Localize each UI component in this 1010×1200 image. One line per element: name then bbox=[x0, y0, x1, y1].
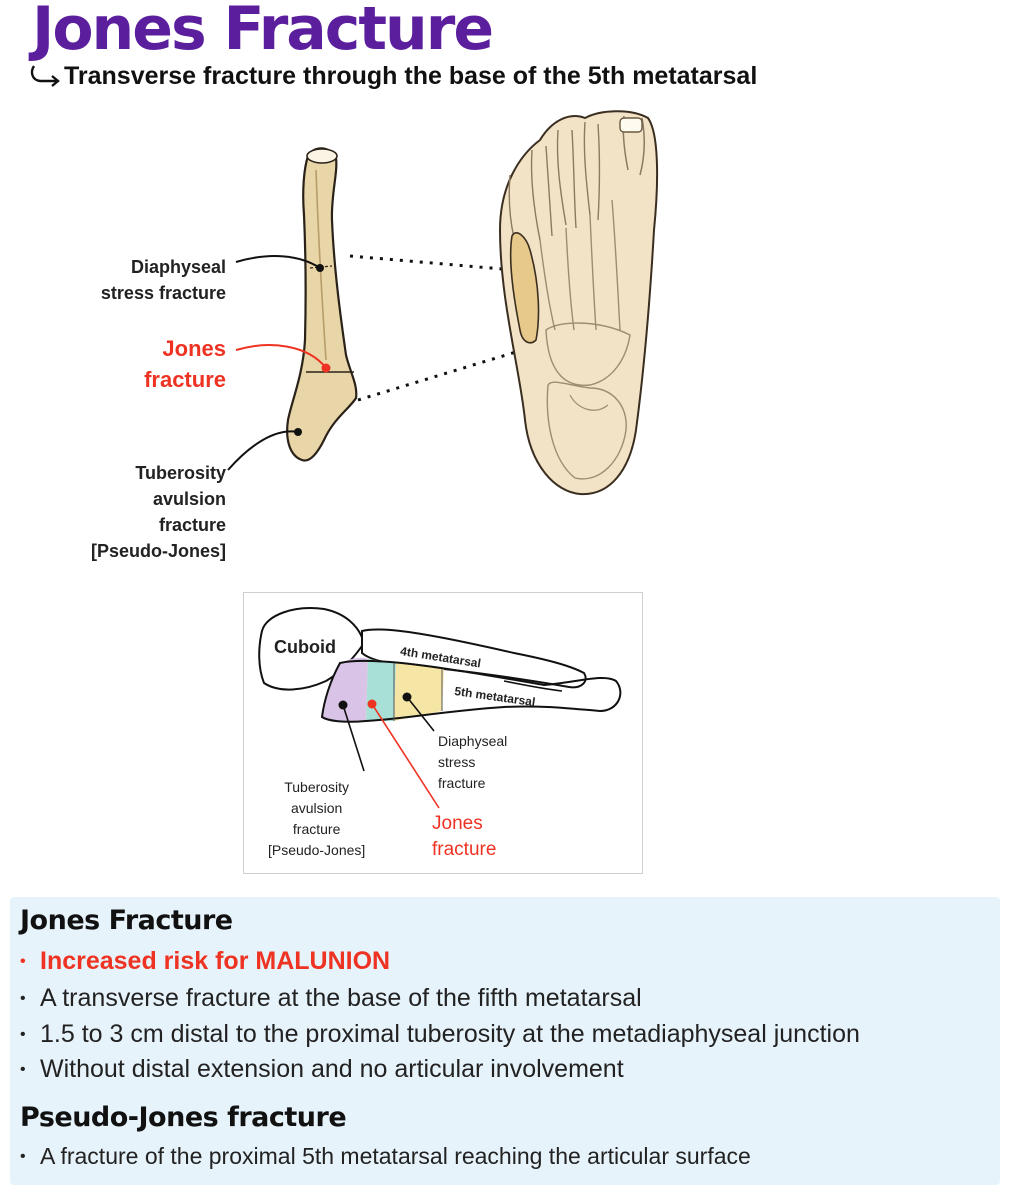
inset-diaphyseal-label: Diaphyseal stress fracture bbox=[438, 733, 508, 791]
jones-fracture-label: Jones fracture bbox=[144, 336, 226, 392]
bullet-malunion: •Increased risk for MALUNION bbox=[20, 947, 391, 975]
inset-tuberosity-label: Tuberosity avulsion fracture [Pseudo-Jon… bbox=[268, 779, 366, 858]
pseudo-jones-heading: Pseudo-Jones fracture bbox=[20, 1102, 347, 1133]
diaphyseal-stress-label: Diaphyseal stress fracture bbox=[100, 257, 226, 303]
bullet-distance: •1.5 to 3 cm distal to the proximal tube… bbox=[20, 1020, 860, 1048]
page-title: Jones Fracture bbox=[32, 0, 494, 64]
foot-skeleton bbox=[498, 110, 659, 496]
bullet-no-extension: •Without distal extension and no articul… bbox=[20, 1055, 624, 1083]
subtitle: Transverse fracture through the base of … bbox=[64, 62, 758, 90]
diaphyseal-leader bbox=[235, 255, 321, 269]
zone-diagram-inset: Cuboid 4th metatarsal 5th metatarsal Dia… bbox=[243, 592, 643, 874]
inset-jones-label: Jones fracture bbox=[432, 813, 497, 860]
info-panel: Jones Fracture •Increased risk for MALUN… bbox=[10, 897, 1000, 1185]
dotted-connector-upper bbox=[349, 254, 515, 272]
bullet-transverse: •A transverse fracture at the base of th… bbox=[20, 984, 642, 1012]
curved-arrow-icon bbox=[30, 65, 60, 87]
jones-leader bbox=[235, 344, 327, 369]
jones-heading: Jones Fracture bbox=[20, 905, 233, 936]
dotted-connector-lower bbox=[357, 350, 517, 402]
zone-diagram bbox=[258, 607, 622, 809]
isolated-metatarsal-bone bbox=[286, 147, 358, 462]
metatarsal-figure bbox=[227, 110, 659, 496]
tuberosity-leader bbox=[227, 430, 299, 471]
tuberosity-avulsion-label: Tuberosity avulsion fracture [Pseudo-Jon… bbox=[90, 463, 226, 561]
cuboid-label: Cuboid bbox=[274, 637, 336, 657]
bullet-pseudo-jones: •A fracture of the proximal 5th metatars… bbox=[20, 1143, 751, 1169]
